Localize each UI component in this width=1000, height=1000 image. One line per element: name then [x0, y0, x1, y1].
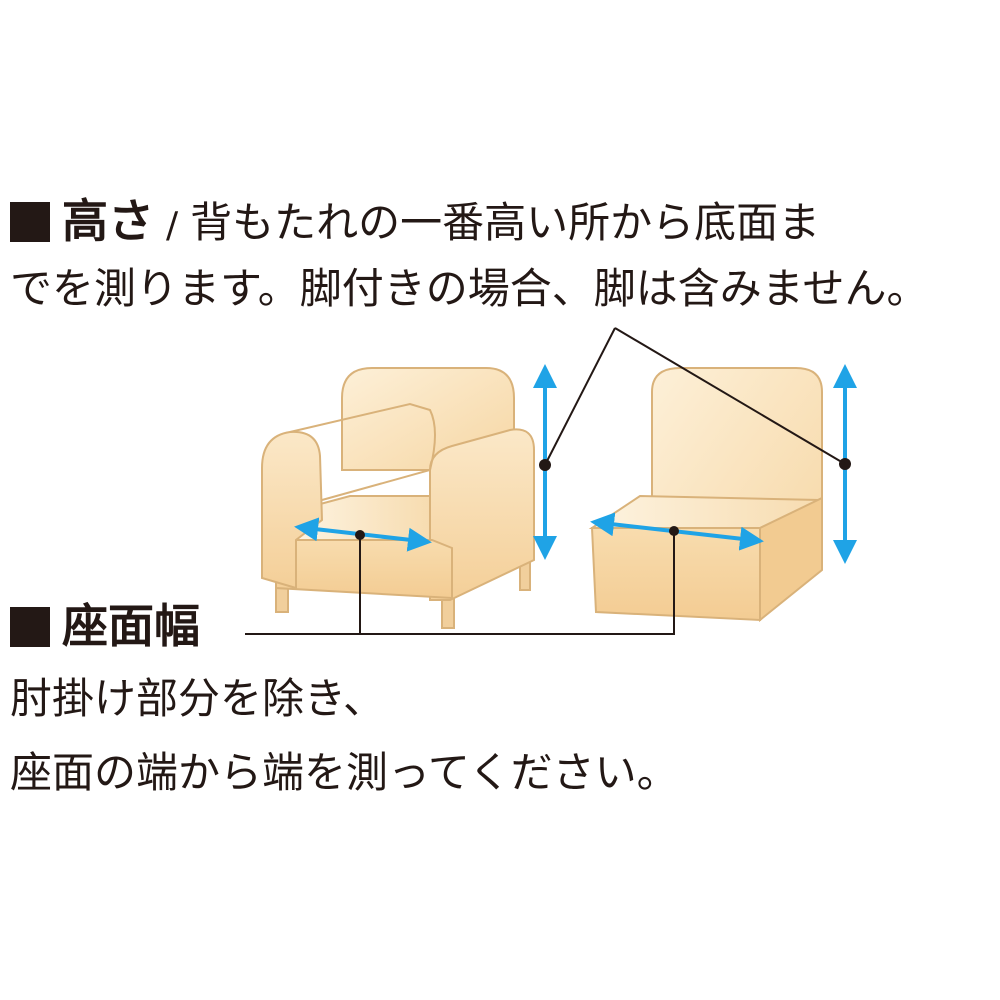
armchair-arm-top-edge	[289, 402, 436, 501]
armless-chair-illustration	[588, 367, 823, 623]
armless-chair-front-panel	[590, 527, 761, 622]
width-description-line1: 肘掛け部分を除き、	[10, 674, 386, 723]
height-description-line1: 背もたれの一番高い所から底面ま	[190, 198, 821, 247]
width-description-line2: 座面の端から端を測ってください。	[10, 748, 679, 797]
height-leader-line-right	[614, 327, 846, 465]
height-heading-row: 高さ / 背もたれの一番高い所から底面ま	[10, 190, 820, 257]
armchair-left-arm	[261, 430, 324, 590]
height-description-line2: でを測ります。脚付きの場合、脚は含みません。	[10, 264, 929, 313]
height-leader-line-left	[544, 327, 616, 466]
armchair-illustration	[261, 367, 535, 629]
height-separator: /	[166, 205, 179, 246]
heading-square-icon	[10, 607, 50, 647]
armchair-front-panel	[275, 539, 453, 600]
height-title: 高さ	[62, 194, 154, 248]
heading-square-icon	[10, 202, 50, 242]
width-leader-line-right	[245, 531, 675, 635]
width-heading-row: 座面幅	[10, 595, 200, 659]
width-title: 座面幅	[62, 599, 200, 653]
armless-chair-side-panel	[759, 496, 823, 623]
